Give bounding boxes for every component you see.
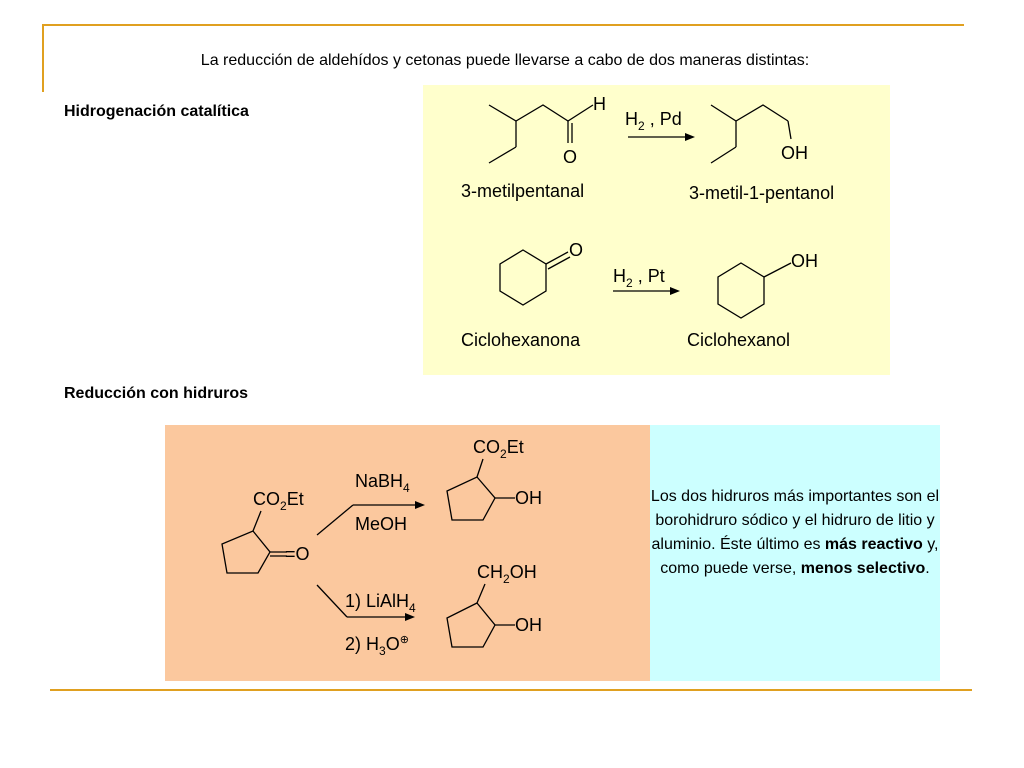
product-name-3-metil-1-pentanol: 3-metil-1-pentanol <box>689 183 834 203</box>
alcohol-structure: OH <box>710 104 808 164</box>
product-name-ciclohexanol: Ciclohexanol <box>687 330 790 350</box>
aldehyde-o-label: O <box>563 147 577 167</box>
hydride-scheme: CO2Et =O NaBH4 MeOH 1) LiAlH4 2) H3O⊕ CO… <box>221 437 542 658</box>
cyclohexanone-structure: O <box>499 240 583 306</box>
keto-ester-o-label: =O <box>285 544 310 564</box>
hydride-note: Los dos hidruros más importantes son el … <box>650 488 940 577</box>
keto-ester-structure: CO2Et =O <box>221 489 310 574</box>
section-title-hydrides: Reducción con hidruros <box>64 385 249 402</box>
reactant-name-ciclohexanona: Ciclohexanona <box>461 330 581 350</box>
reactant-name-3-metilpentanal: 3-metilpentanal <box>461 181 584 201</box>
reagent-h3o: 2) H3O⊕ <box>345 634 409 658</box>
svg-text:CO2Et: CO2Et <box>253 489 304 513</box>
hydroxy-ester-structure: CO2Et OH <box>446 437 542 521</box>
svg-text:H2 , Pt: H2 , Pt <box>613 266 665 290</box>
svg-text:CO2Et: CO2Et <box>473 437 524 461</box>
branch-arrows <box>316 501 425 621</box>
reagent-h2-pt: H2 , Pt <box>613 266 665 290</box>
reagent-meoh: MeOH <box>355 514 407 534</box>
reagent-lialh4: 1) LiAlH4 <box>345 591 416 615</box>
top-rule <box>44 24 964 26</box>
reagent-h2-pd: H2 , Pd <box>625 109 682 133</box>
section-title-catalytic: Hidrogenación catalítica <box>64 103 249 120</box>
left-rule <box>42 24 44 92</box>
bottom-rule <box>50 689 972 691</box>
hydride-reduction-panel: CO2Et =O NaBH4 MeOH 1) LiAlH4 2) H3O⊕ CO… <box>165 425 650 681</box>
note-panel <box>650 425 940 681</box>
intro-text: La reducción de aldehídos y cetonas pued… <box>200 52 810 69</box>
svg-text:CH2OH: CH2OH <box>477 562 537 586</box>
diol-oh-label: OH <box>515 615 542 635</box>
cyclohexanol-structure: OH <box>717 251 818 319</box>
hydrogenation-scheme: H O H2 , Pd OH 3-metilpentanal 3-metil-1… <box>461 94 834 350</box>
hydroxy-ester-oh-label: OH <box>515 488 542 508</box>
reagent-nabh4: NaBH4 <box>355 471 410 495</box>
alcohol-oh-label: OH <box>781 143 808 163</box>
diol-structure: CH2OH OH <box>446 562 542 648</box>
reaction-arrow-1 <box>628 133 695 141</box>
catalytic-hydrogenation-panel: H O H2 , Pd OH 3-metilpentanal 3-metil-1… <box>423 85 890 375</box>
cyclohexanol-oh-label: OH <box>791 251 818 271</box>
aldehyde-structure: H O <box>488 94 606 167</box>
aldehyde-h-label: H <box>593 94 606 114</box>
svg-text:H2 , Pd: H2 , Pd <box>625 109 682 133</box>
cyclohexanone-o-label: O <box>569 240 583 260</box>
reaction-arrow-2 <box>613 287 680 295</box>
